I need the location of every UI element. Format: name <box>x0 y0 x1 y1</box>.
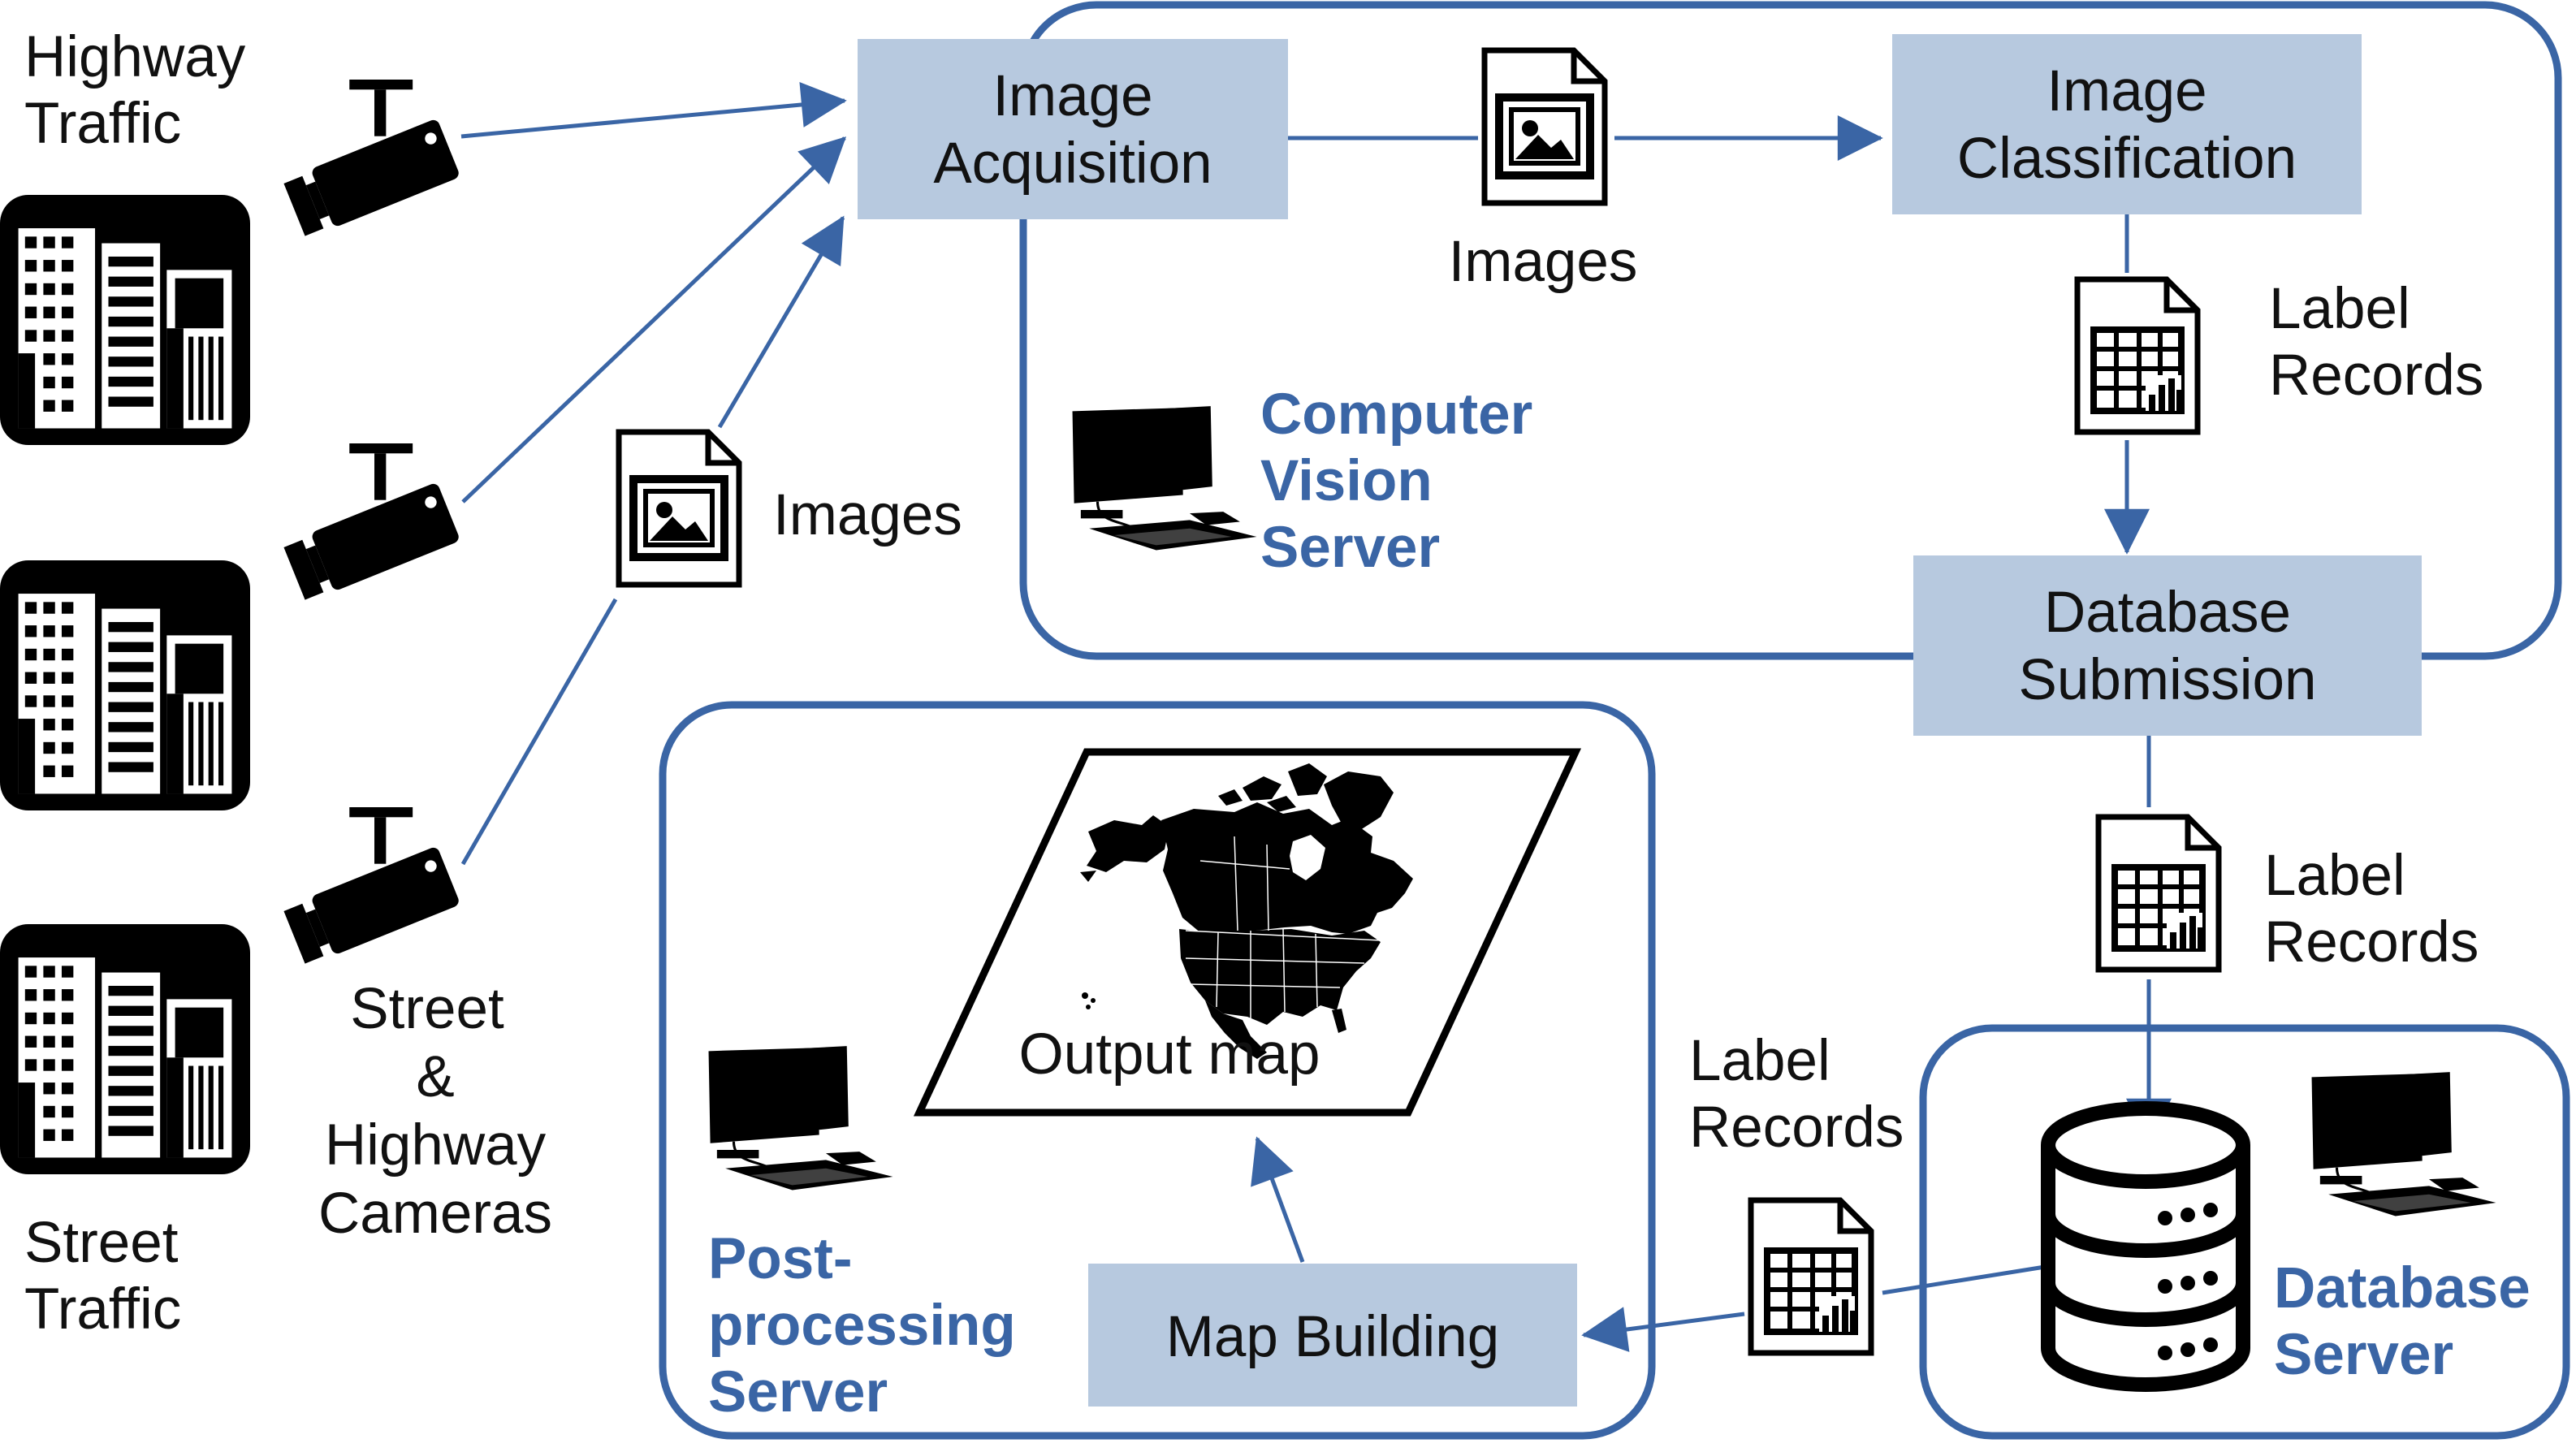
image-classification-label-line2: Classification <box>1957 127 2297 191</box>
post-processing-server-title-line1: Post- <box>708 1227 853 1291</box>
map-building-label: Map Building <box>1166 1305 1499 1369</box>
building-icon <box>0 924 250 1174</box>
database-server-title-line1: Database <box>2274 1256 2531 1320</box>
arrow-map-building-to-output <box>1251 1136 1305 1263</box>
street-traffic-label-line2: Traffic <box>24 1277 181 1342</box>
street-traffic-label-line1: Street <box>24 1211 179 1275</box>
label-records-post-line2: Records <box>1689 1095 1904 1160</box>
post-processing-server-title-line3: Server <box>708 1360 888 1424</box>
line-camera3-to-images <box>460 598 618 866</box>
image-file-icon <box>619 432 739 585</box>
cameras-label-line3: Highway <box>325 1113 547 1178</box>
output-map[interactable]: Output map <box>913 748 1582 1117</box>
database-server-box <box>1919 1024 2570 1440</box>
north-america-map-icon <box>1080 763 1413 1059</box>
images-label-left: Images <box>773 483 962 547</box>
security-camera-icon <box>283 443 461 603</box>
highway-traffic-label-line2: Traffic <box>24 92 181 156</box>
computer-icon <box>2310 1070 2498 1218</box>
image-acquisition-label-line1: Image <box>992 64 1152 128</box>
cameras-label-line4: Cameras <box>318 1182 552 1246</box>
image-classification-step[interactable]: Image Classification <box>1892 34 2362 214</box>
label-records-post-line1: Label <box>1689 1029 1830 1093</box>
label-records-cv-line2: Records <box>2269 344 2483 408</box>
cameras-label-line2: & <box>416 1045 454 1109</box>
spreadsheet-file-icon <box>2098 817 2219 970</box>
line-database-to-records <box>1882 1264 2046 1295</box>
cameras-label-line1: Street <box>350 977 504 1041</box>
label-records-cv-line1: Label <box>2269 277 2410 341</box>
computer-vision-server-box <box>1019 1 2562 660</box>
post-processing-server-title-line2: processing <box>708 1294 1016 1358</box>
database-icon <box>2041 1101 2250 1392</box>
database-server-title-line2: Server <box>2274 1323 2453 1387</box>
database-submission-label-line1: Database <box>2044 581 2291 645</box>
spreadsheet-file-icon <box>1751 1200 1871 1353</box>
security-camera-icon <box>283 80 461 240</box>
arrow-records-to-map-building <box>1581 1307 1745 1352</box>
computer-vision-server-title-line2: Vision <box>1260 449 1433 513</box>
database-submission-step[interactable]: Database Submission <box>1913 555 2422 736</box>
image-classification-label-line1: Image <box>2047 59 2206 123</box>
label-records-db-line1: Label <box>2264 844 2405 908</box>
image-acquisition-step[interactable]: Image Acquisition <box>858 39 1288 219</box>
image-file-icon <box>1485 50 1605 203</box>
computer-vision-server-title-line3: Server <box>1260 516 1440 580</box>
computer-icon <box>707 1044 895 1192</box>
building-icon <box>0 560 250 810</box>
image-acquisition-box <box>858 39 1288 219</box>
arrow-camera1-to-acquisition <box>460 82 847 139</box>
connectors <box>460 82 2172 1352</box>
arrow-images-to-acquisition <box>717 215 845 429</box>
database-submission-box <box>1913 555 2422 736</box>
map-building-step[interactable]: Map Building <box>1088 1264 1577 1407</box>
computer-icon <box>1070 404 1259 552</box>
output-map-label: Output map <box>1019 1022 1320 1087</box>
map-building-box <box>1088 1264 1577 1407</box>
post-processing-server-box <box>659 701 1656 1440</box>
security-camera-icon <box>283 807 461 967</box>
spreadsheet-file-icon <box>2077 279 2198 432</box>
database-submission-label-line2: Submission <box>2019 648 2317 712</box>
images-label-cv: Images <box>1449 230 1638 294</box>
image-acquisition-label-line2: Acquisition <box>933 132 1212 196</box>
arrow-camera2-to-acquisition <box>461 136 847 503</box>
computer-vision-server-title-line1: Computer <box>1260 382 1532 447</box>
image-classification-box <box>1892 34 2362 214</box>
highway-traffic-label-line1: Highway <box>24 25 246 89</box>
label-records-db-line2: Records <box>2264 910 2479 974</box>
building-icon <box>0 195 250 445</box>
